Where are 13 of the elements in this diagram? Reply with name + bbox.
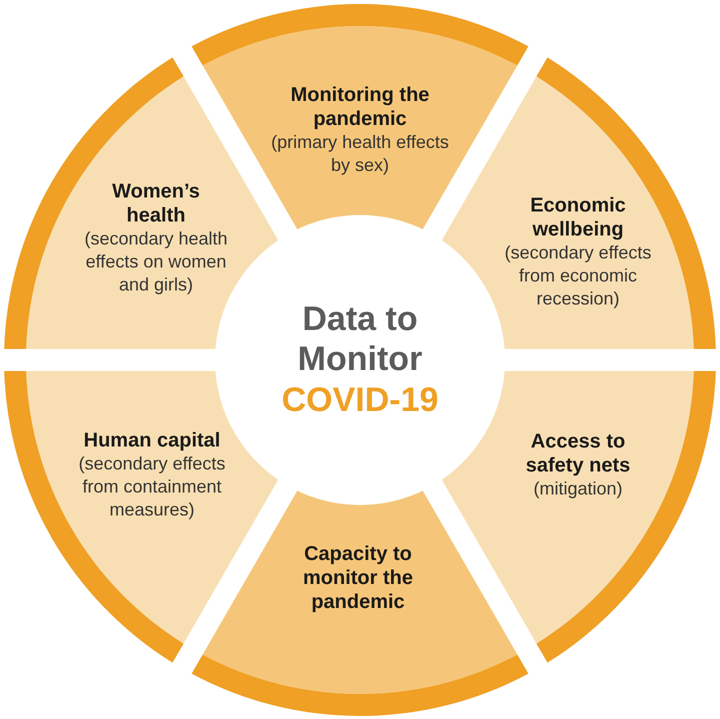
segment-heading: Economic wellbeing	[529, 194, 627, 242]
segment-description: (secondary effects from containment measures)	[78, 452, 226, 522]
segment-description: (primary health effects by sex)	[270, 131, 450, 177]
center-subtitle: COVID-19	[282, 380, 438, 421]
segment-heading: Women’s health	[111, 180, 201, 228]
segment-heading: Human capital	[82, 428, 222, 452]
center-title: Data to Monitor	[296, 299, 424, 379]
segment-heading: Capacity to monitor the pandemic	[302, 542, 414, 614]
segment-heading: Monitoring the pandemic	[290, 83, 430, 131]
segment-heading: Access to safety nets	[524, 430, 632, 478]
segment-description: (secondary effects from economic recession)	[504, 242, 652, 310]
segment-description: (mitigation)	[532, 478, 624, 500]
segment-description: (secondary health effects on women and girls)	[83, 228, 229, 296]
